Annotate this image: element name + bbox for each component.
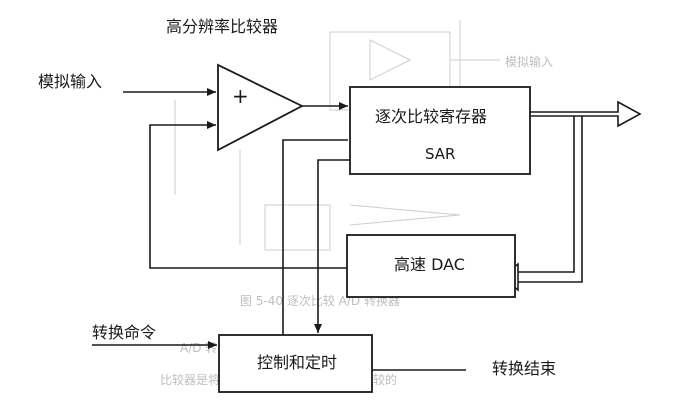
sar-register-box: [349, 86, 531, 175]
convert-command-label: 转换命令: [92, 323, 156, 342]
sar-to-control-wire: [314, 159, 350, 333]
comparator-plus-sign: +: [232, 84, 249, 108]
convert-end-label: 转换结束: [492, 359, 556, 378]
output-bus-arrow: [530, 100, 642, 128]
dac-box: [346, 234, 516, 298]
bus-to-dac-outer: [518, 116, 583, 283]
bus-to-dac-inner: [518, 116, 575, 273]
bleed-label-analog: 模拟输入: [505, 54, 553, 69]
control-timing-label: 控制和定时: [257, 353, 337, 372]
dac-feedback-wire: [149, 121, 347, 269]
dac-label: 高速 DAC: [394, 255, 465, 274]
sar-subtitle: SAR: [425, 145, 455, 163]
comparator-title: 高分辨率比较器: [166, 17, 278, 36]
analog-input-label: 模拟输入: [38, 72, 102, 91]
comparator-triangle: [217, 63, 304, 152]
control-timing-box: [218, 334, 373, 393]
control-to-sar-wire: [282, 139, 348, 335]
sar-title: 逐次比较寄存器: [375, 107, 487, 126]
